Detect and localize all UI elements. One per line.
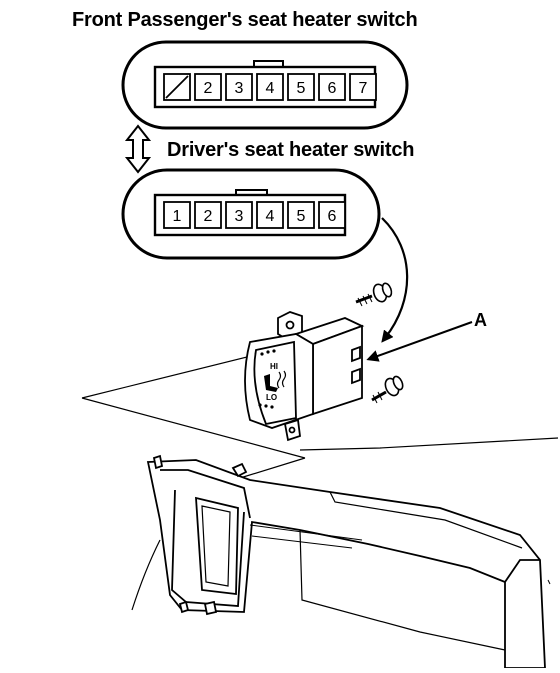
front-pin-number: 3 bbox=[235, 80, 244, 97]
seat-icon bbox=[264, 374, 278, 392]
driver-pin-cavity bbox=[163, 201, 191, 229]
upper-screw bbox=[355, 282, 393, 307]
driver-connector-pins: 1 2 3 4 5 6 bbox=[163, 201, 346, 229]
front-pin-cavity bbox=[318, 73, 346, 101]
switch-lo-label: LO bbox=[266, 393, 277, 402]
front-pin-cavity bbox=[194, 73, 222, 101]
switch-hi-label: HI bbox=[270, 362, 278, 371]
front-passenger-connector-callout: 2 3 4 5 6 7 bbox=[121, 40, 409, 130]
driver-pin-cavity bbox=[318, 201, 346, 229]
driver-connector-lock-tab bbox=[235, 189, 268, 195]
front-connector-lock-tab bbox=[253, 60, 284, 67]
front-pin-cavity bbox=[225, 73, 253, 101]
front-pin-number: 2 bbox=[204, 80, 213, 97]
front-blank-pin-slash bbox=[165, 75, 189, 99]
driver-pin-cavity bbox=[287, 201, 315, 229]
heat-waves-icon bbox=[276, 371, 282, 389]
double-arrow-icon bbox=[124, 124, 152, 174]
connector-leader-arrow bbox=[381, 217, 409, 343]
seat-heater-switch: HI LO bbox=[244, 311, 365, 442]
driver-pin-number: 6 bbox=[328, 208, 337, 225]
driver-pin-cavity bbox=[225, 201, 253, 229]
driver-connector-callout: 1 2 3 4 5 6 bbox=[121, 168, 381, 260]
front-pin-number: 6 bbox=[328, 80, 337, 97]
driver-pin-number: 1 bbox=[173, 208, 182, 225]
indicator-dots bbox=[258, 349, 276, 409]
switch-face bbox=[253, 340, 297, 426]
driver-pin-number: 3 bbox=[235, 208, 244, 225]
driver-pin-number: 4 bbox=[266, 208, 275, 225]
panel-surface bbox=[81, 349, 559, 479]
front-connector-pins: 2 3 4 5 6 7 bbox=[163, 73, 377, 101]
front-pin-number: 7 bbox=[359, 80, 368, 97]
switch-opening bbox=[195, 496, 239, 596]
front-pin-cavity bbox=[287, 73, 315, 101]
driver-pin-number: 5 bbox=[297, 208, 306, 225]
front-passenger-switch-title: Front Passenger's seat heater switch bbox=[72, 9, 418, 31]
edge-mark bbox=[547, 579, 551, 585]
driver-switch-title: Driver's seat heater switch bbox=[167, 139, 415, 161]
dashboard-trim-panel bbox=[131, 454, 546, 669]
lower-screw bbox=[371, 375, 404, 404]
front-pin-cavity bbox=[256, 73, 284, 101]
driver-pin-cavity bbox=[256, 201, 284, 229]
callout-a-label: A bbox=[474, 310, 487, 330]
driver-pin-cavity bbox=[194, 201, 222, 229]
front-pin-number: 5 bbox=[297, 80, 306, 97]
front-pin-cavity bbox=[349, 73, 377, 101]
front-pin-number: 4 bbox=[266, 80, 275, 97]
callout-a-leader bbox=[366, 321, 473, 362]
driver-pin-number: 2 bbox=[204, 208, 213, 225]
